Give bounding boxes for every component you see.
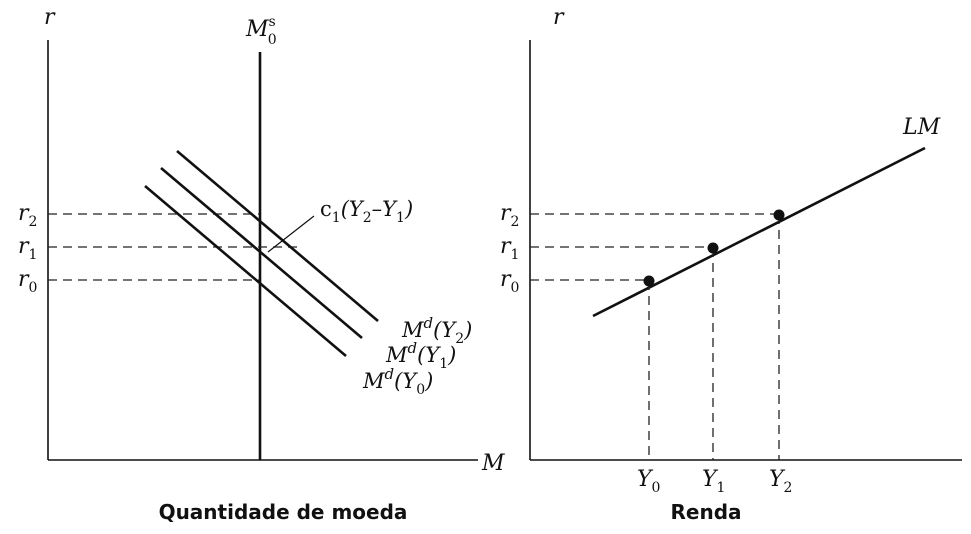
left-caption: Quantidade de moeda xyxy=(159,500,408,524)
y1-label: Y1 xyxy=(702,467,725,496)
right-r0-label: r0 xyxy=(500,267,519,296)
lm-curve-label: LM xyxy=(902,115,941,140)
y2-label: Y2 xyxy=(769,467,792,496)
left-r2-label: r2 xyxy=(18,201,37,230)
money-demand-y2-label: Md(Y2) xyxy=(401,314,472,347)
equilibrium-point-2 xyxy=(773,209,785,221)
left-y-axis-label: r xyxy=(44,5,56,30)
right-r2-label: r2 xyxy=(500,201,519,230)
right-y-axis-label: r xyxy=(553,5,565,30)
left-r1-label: r1 xyxy=(18,234,37,263)
right-r1-label: r1 xyxy=(500,234,519,263)
right-panel: r LM r2 r1 r0 Y0 Y1 Y2 Renda xyxy=(500,5,962,524)
money-demand-y1-label: Md(Y1) xyxy=(385,339,456,372)
shift-annotation: c1(Y2–Y1) xyxy=(320,197,413,226)
y0-label: Y0 xyxy=(637,467,660,496)
money-demand-y1-curve xyxy=(160,167,363,339)
lm-curve xyxy=(592,146,926,318)
right-caption: Renda xyxy=(670,500,741,524)
money-demand-y2-curve xyxy=(176,150,379,322)
left-r0-label: r0 xyxy=(18,267,37,296)
left-x-axis-label: M xyxy=(481,451,505,476)
money-demand-y0-label: Md(Y0) xyxy=(362,365,433,398)
equilibrium-point-0 xyxy=(643,275,655,287)
money-demand-y0-curve xyxy=(144,185,347,357)
annotation-leader-line xyxy=(267,215,315,253)
equilibrium-point-1 xyxy=(707,242,719,254)
